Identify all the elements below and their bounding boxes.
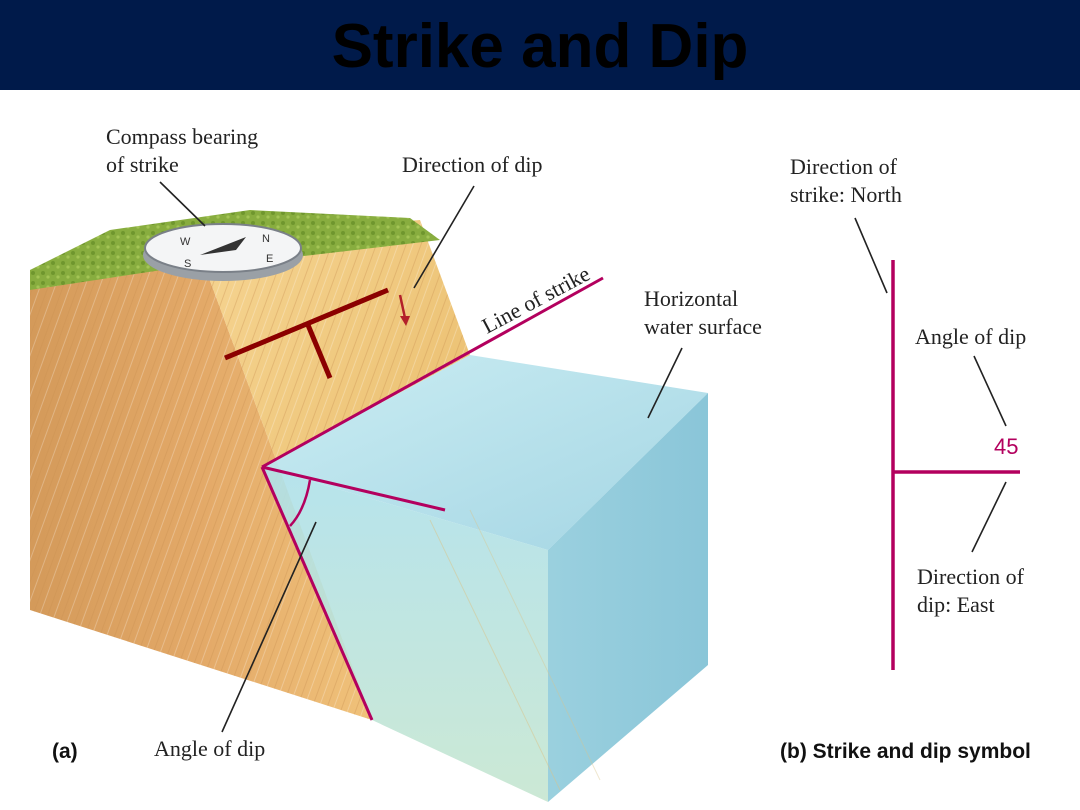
label-angle-of-dip-a: Angle of dip — [154, 736, 265, 761]
dip-direction-arrow — [398, 294, 410, 326]
strike-dip-symbol — [891, 260, 1020, 670]
svg-text:S: S — [184, 258, 191, 270]
leader-compass — [159, 181, 206, 227]
label-direction-of-strike-2: strike: North — [790, 182, 902, 207]
label-direction-of-dip: Direction of dip — [402, 152, 543, 177]
bed-edge-line — [260, 466, 374, 721]
dip-angle-arc — [289, 479, 312, 527]
rock-block — [30, 210, 470, 720]
dip-line — [261, 465, 446, 512]
strike-dip-diagram: N E S W Compass bearing of strike Direct… — [30, 124, 1031, 802]
label-horizontal-1: Horizontal — [644, 286, 738, 311]
compass-icon: N E S W — [143, 223, 303, 281]
slide-title: Strike and Dip — [331, 12, 749, 81]
svg-text:W: W — [180, 236, 191, 248]
line-of-strike — [261, 276, 604, 469]
svg-text:E: E — [266, 253, 273, 265]
label-direction-of-strike-1: Direction of — [790, 154, 898, 179]
label-direction-of-dip-b-1: Direction of — [917, 564, 1025, 589]
label-compass-bearing-2: of strike — [106, 152, 179, 177]
caption-a: (a) — [52, 740, 78, 763]
leader-angle-of-dip-a — [221, 521, 317, 733]
rock-strike-dip-symbol — [224, 287, 389, 379]
leader-direction-of-dip — [413, 185, 475, 289]
label-line-of-strike: Line of strike — [478, 261, 594, 339]
svg-text:N: N — [262, 233, 270, 245]
label-direction-of-dip-b-2: dip: East — [917, 592, 995, 617]
leader-direction-of-strike — [854, 217, 888, 294]
title-bar — [0, 0, 1080, 90]
label-angle-of-dip-b: Angle of dip — [915, 324, 1026, 349]
leader-water-surface — [647, 347, 683, 419]
label-compass-bearing-1: Compass bearing — [106, 124, 258, 149]
caption-b: (b) Strike and dip symbol — [780, 740, 1031, 763]
dip-angle-value: 45 — [994, 434, 1018, 459]
water-block — [262, 355, 708, 802]
leader-angle-of-dip-b — [973, 355, 1007, 427]
label-horizontal-2: water surface — [644, 314, 762, 339]
leader-direction-of-dip-b — [971, 481, 1007, 553]
